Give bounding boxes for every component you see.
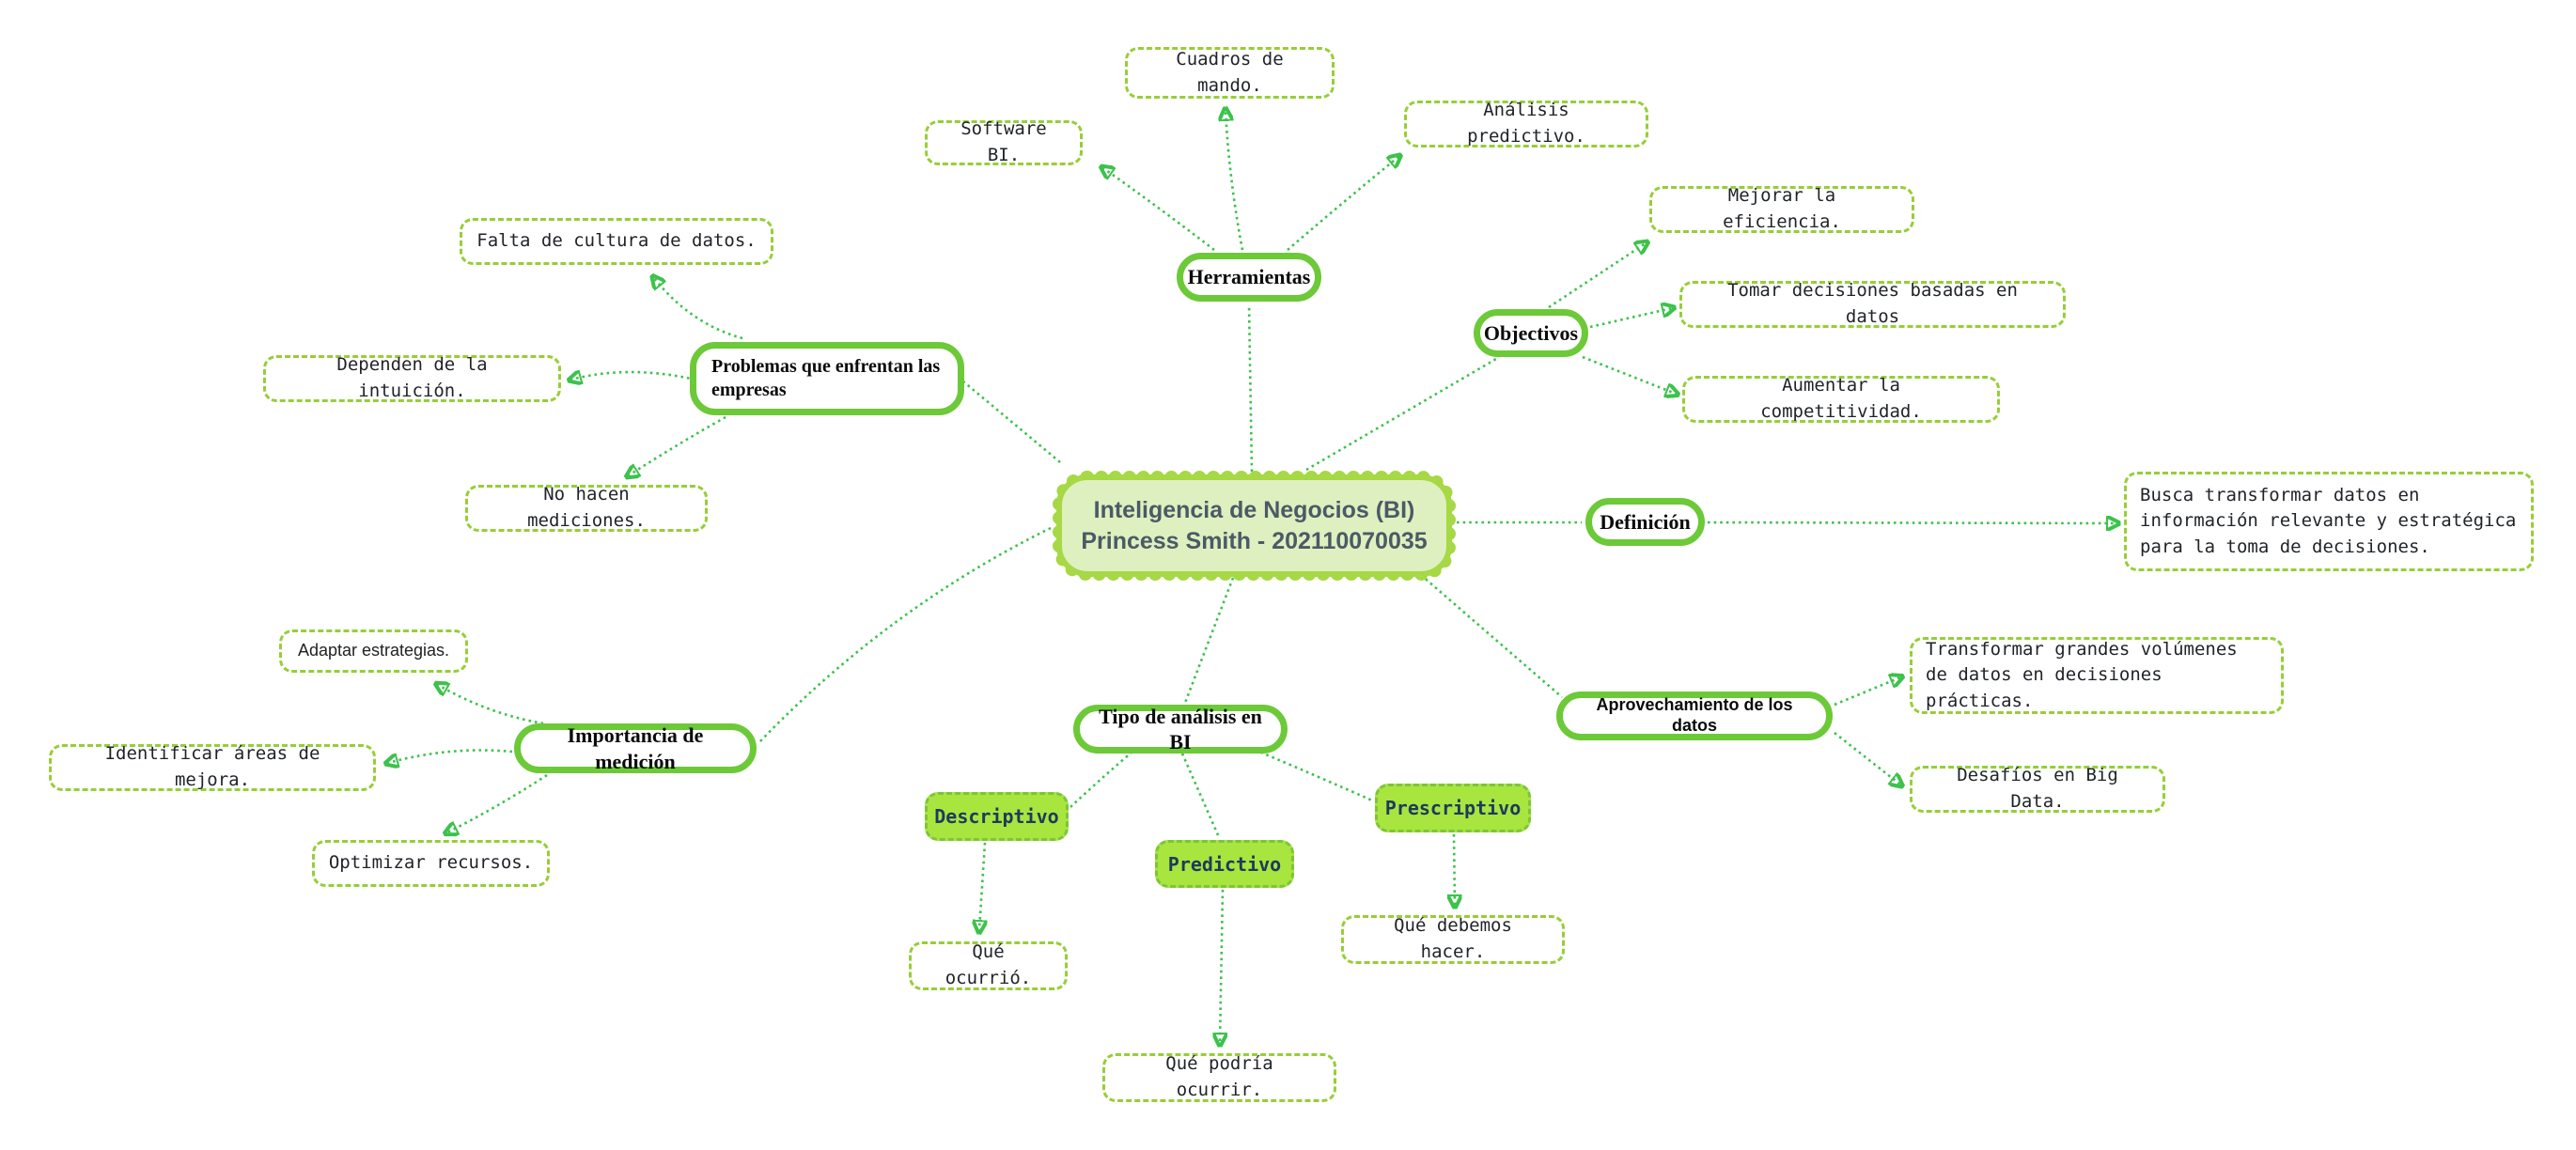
edge-importancia-adaptar [438,685,544,725]
leaf-que-podria-ocurrir[interactable]: Qué podría ocurrir. [1102,1053,1336,1102]
leaf-tomar-decisiones[interactable]: Tomar decisiones basadas en datos [1679,280,2066,328]
edge-definicion-leaf [1707,522,2116,523]
leaf-adaptar-estrategias[interactable]: Adaptar estrategias. [279,629,468,673]
node-objectivos[interactable]: Objectivos [1474,309,1588,357]
edge-objectivos-tomar [1589,308,1672,329]
leaf-desafios-big-data[interactable]: Desafíos en Big Data. [1910,765,2165,813]
edge-tipo-predictivo [1180,753,1221,838]
center-node-scallop-border [1053,471,1456,581]
leaf-aumentar-competitividad[interactable]: Aumentar la competitividad. [1682,375,2000,423]
edge-objectivos-mejorar [1548,243,1646,309]
edge-problemas-dependen [571,372,696,380]
center-subtitle: Princess Smith - 202110070035 [1081,527,1428,554]
node-descriptivo[interactable]: Descriptivo [925,792,1069,841]
leaf-no-hacen-mediciones[interactable]: No hacen mediciones. [465,484,708,532]
edge-prescriptivo-que-debemos [1454,833,1455,905]
node-prescriptivo[interactable]: Prescriptivo [1375,784,1531,832]
edge-center-aprovechamiento [1420,574,1563,698]
node-aprovechamiento[interactable]: Aprovechamiento de los datos [1556,692,1833,740]
leaf-que-ocurrio[interactable]: Qué ocurrió. [909,941,1068,990]
node-importancia-medicion[interactable]: Importancia de medición [514,723,757,773]
edge-problemas-falta [654,278,743,340]
edge-center-objectivos [1305,357,1497,472]
leaf-analisis-predictivo[interactable]: Análisis predictivo. [1404,100,1648,148]
edge-herramientas-cuadros [1226,111,1244,251]
edge-aprovechamiento-desafios [1834,731,1900,785]
edge-objectivos-aumentar [1582,355,1676,394]
leaf-dependen-intuicion[interactable]: Dependen de la intuición. [263,354,561,402]
leaf-mejorar-eficiencia[interactable]: Mejorar la eficiencia. [1649,185,1914,233]
node-problemas-empresas[interactable]: Problemas que enfrentan las empresas [690,342,964,415]
center-title: Inteligencia de Negocios (BI) [1093,497,1415,523]
node-herramientas[interactable]: Herramientas [1177,253,1321,302]
leaf-cuadros-de-mando[interactable]: Cuadros de mando. [1125,47,1335,99]
edge-center-herramientas [1247,303,1254,473]
leaf-definicion-texto[interactable]: Busca transformar datos en información r… [2124,472,2534,571]
edge-tipo-prescriptivo [1254,748,1373,802]
edge-importancia-optimizar [447,773,548,832]
edge-tipo-descriptivo [1069,751,1133,808]
node-predictivo[interactable]: Predictivo [1155,840,1294,888]
edge-aprovechamiento-transformar [1834,677,1900,707]
leaf-transformar-volumenes[interactable]: Transformar grandes volúmenes de datos e… [1910,637,2284,714]
edge-center-importancia [757,526,1052,744]
edge-predictivo-que-podria [1220,889,1223,1043]
center-node-text: Inteligencia de Negocios (BI) Princess S… [1047,465,1461,586]
leaf-que-debemos-hacer[interactable]: Qué debemos hacer. [1341,915,1565,964]
leaf-falta-cultura-datos[interactable]: Falta de cultura de datos. [460,218,773,265]
node-tipo-analisis[interactable]: Tipo de análisis en BI [1073,705,1288,754]
edge-center-tipo-analisis [1183,577,1235,704]
edge-problemas-no-hacen [629,415,726,475]
edge-herramientas-analisis [1287,157,1398,251]
center-node[interactable]: Inteligencia de Negocios (BI) Princess S… [1047,465,1461,586]
edge-importancia-identificar [388,749,513,764]
leaf-software-bi[interactable]: Software BI. [925,118,1083,165]
edge-descriptivo-que-ocurrio [979,842,985,930]
node-definicion[interactable]: Definición [1585,498,1705,546]
edge-center-problemas [962,381,1061,463]
leaf-identificar-areas[interactable]: Identificar áreas de mejora. [49,743,376,791]
leaf-optimizar-recursos[interactable]: Optimizar recursos. [312,840,550,887]
edge-herramientas-software-bi [1103,168,1215,252]
